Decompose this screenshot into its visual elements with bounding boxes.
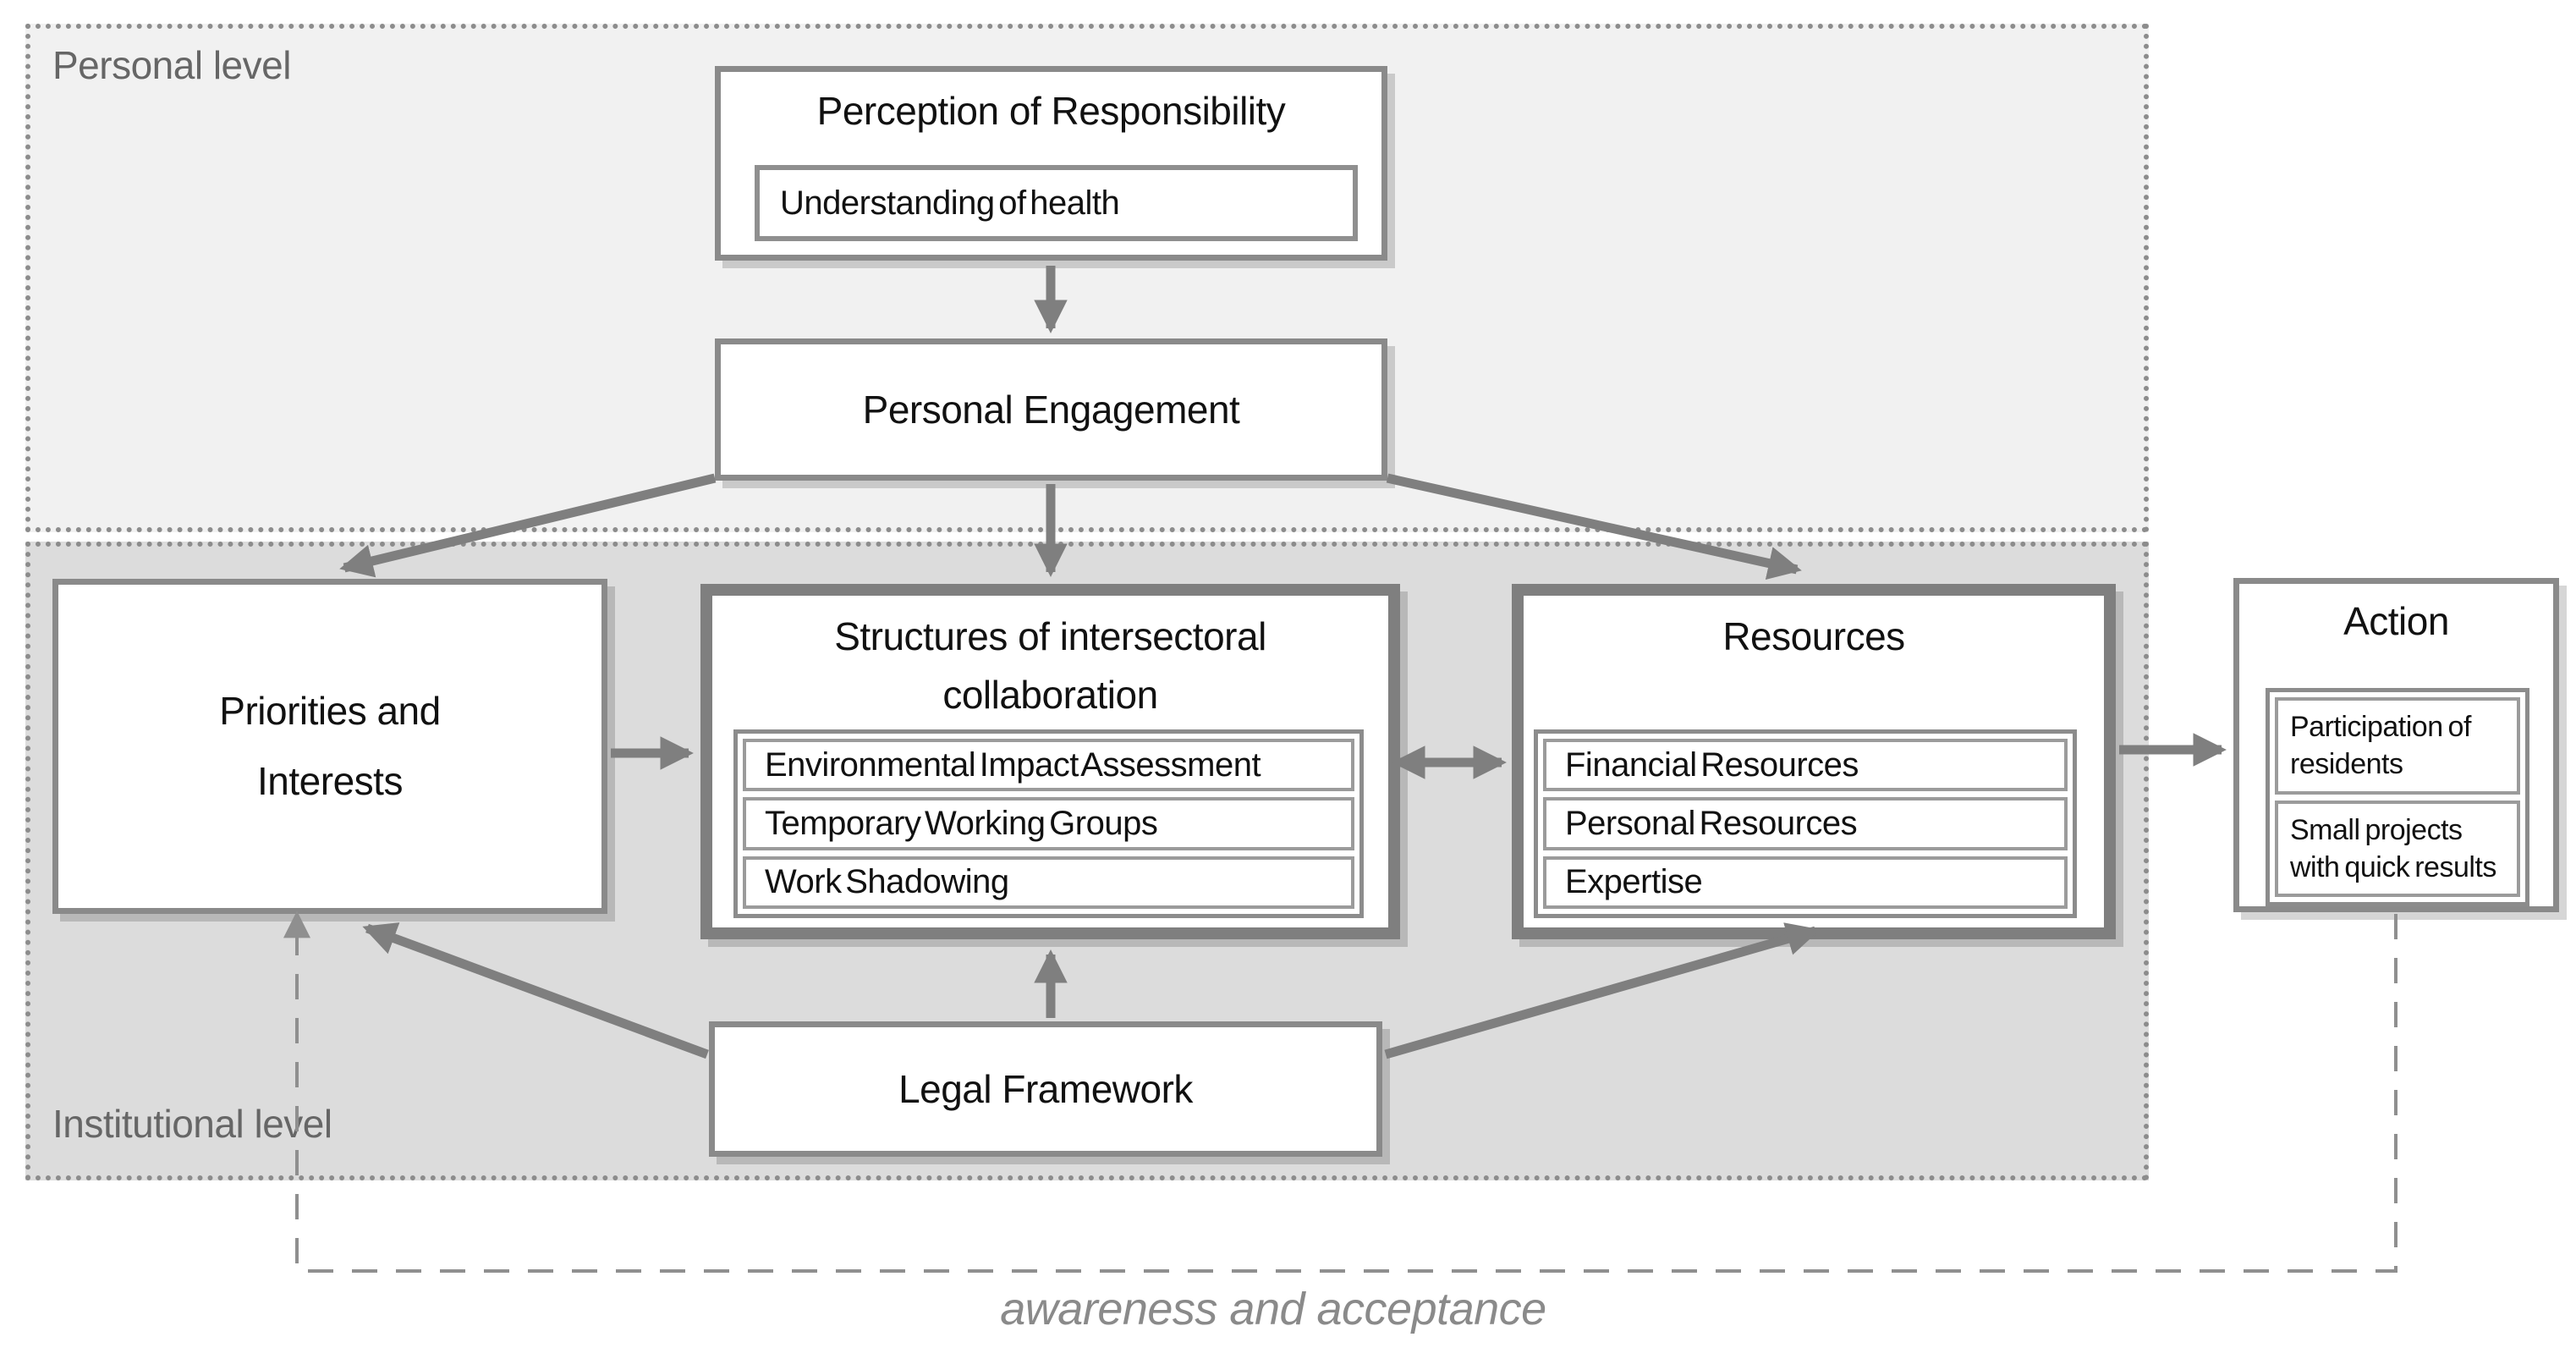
priorities-title-line2: Interests [257, 759, 403, 803]
structures-title: Structures of intersectoral collaboratio… [712, 608, 1388, 724]
legal-framework-box: Legal Framework [709, 1021, 1382, 1157]
perception-title: Perception of Responsibility [816, 89, 1286, 133]
personal-level-label: Personal level [52, 43, 291, 87]
action-item-list: Participation of residents Small project… [2266, 688, 2529, 906]
perception-of-responsibility-box: Perception of Responsibility Understandi… [715, 66, 1387, 261]
understanding-of-health-item: Understanding of health [755, 165, 1358, 241]
institutional-level-label: Institutional level [52, 1102, 332, 1146]
structures-item-environmental-impact-assessment: Environmental Impact Assessment [743, 739, 1354, 792]
resources-item-list: Financial Resources Personal Resources E… [1534, 729, 2077, 918]
personal-engagement-title: Personal Engagement [862, 387, 1240, 432]
resources-item-personal-resources: Personal Resources [1543, 797, 2068, 850]
structures-item-list: Environmental Impact Assessment Temporar… [733, 729, 1364, 918]
structures-item-temporary-working-groups: Temporary Working Groups [743, 797, 1354, 850]
action-title: Action [2343, 599, 2449, 643]
structures-of-intersectoral-collaboration-box: Structures of intersectoral collaboratio… [700, 584, 1400, 939]
awareness-and-acceptance-label: awareness and acceptance [1000, 1284, 1546, 1334]
legal-framework-title: Legal Framework [898, 1066, 1193, 1111]
resources-title: Resources [1722, 614, 1905, 658]
priorities-title-line1: Priorities and [219, 689, 441, 734]
structures-item-work-shadowing: Work Shadowing [743, 856, 1354, 909]
priorities-and-interests-box: Priorities and Interests [52, 579, 607, 914]
resources-item-financial-resources: Financial Resources [1543, 739, 2068, 792]
action-box: Action Participation of residents Small … [2233, 578, 2559, 912]
resources-item-expertise: Expertise [1543, 856, 2068, 909]
structures-title-line2: collaboration [942, 673, 1158, 717]
resources-box: Resources Financial Resources Personal R… [1512, 584, 2116, 939]
structures-title-line1: Structures of intersectoral [834, 614, 1266, 658]
personal-engagement-box: Personal Engagement [715, 338, 1387, 481]
priorities-title: Priorities and Interests [219, 676, 441, 817]
action-item-small-projects: Small projects with quick results [2275, 800, 2520, 897]
action-item-participation-of-residents: Participation of residents [2275, 697, 2520, 795]
